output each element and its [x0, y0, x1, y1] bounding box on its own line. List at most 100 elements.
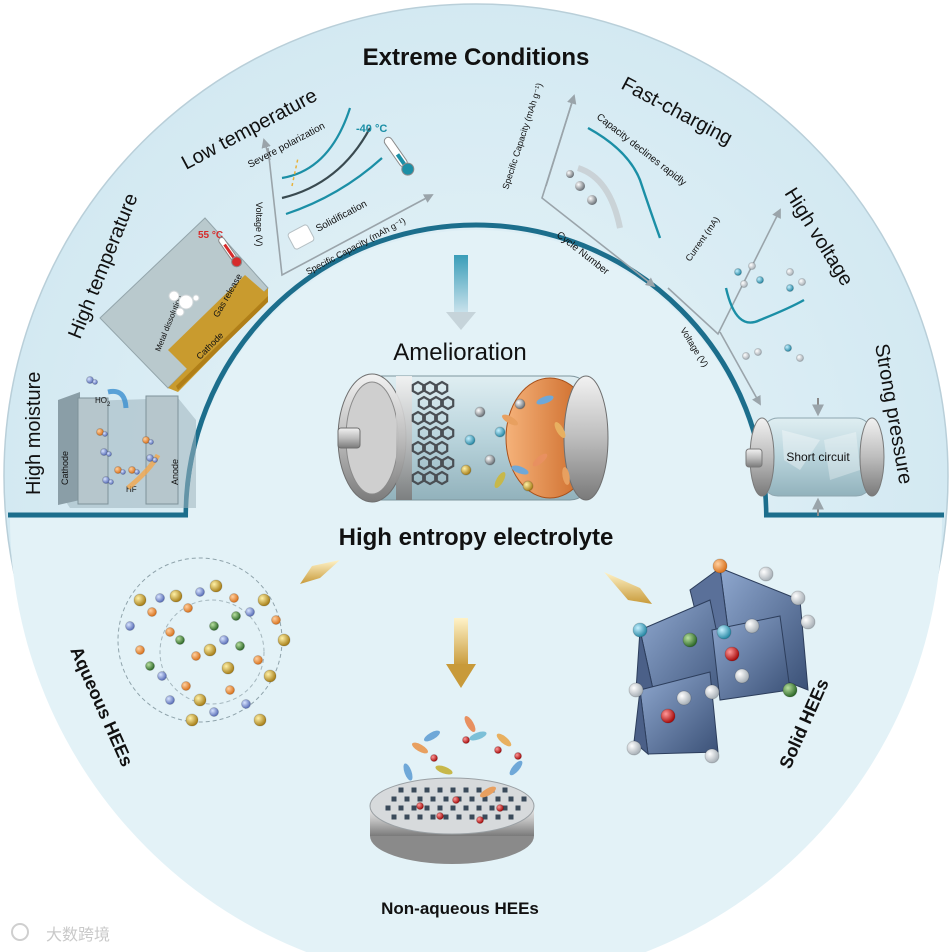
mesh-site	[391, 796, 397, 802]
hydrated-ion	[165, 695, 175, 705]
electrolyte-molecule	[786, 284, 794, 292]
hv-curve	[724, 287, 805, 324]
mesh-site	[411, 787, 417, 793]
amelioration-label: Amelioration	[393, 339, 526, 366]
hydrated-ion	[219, 635, 229, 645]
graphite-hex	[411, 470, 425, 486]
graphite-hex	[423, 380, 437, 396]
hydrated-ion	[263, 669, 277, 683]
ion	[514, 398, 526, 410]
water-molecule	[134, 469, 140, 475]
hydrated-ion	[169, 589, 183, 603]
mesh-site	[463, 805, 469, 811]
hydrated-ion	[209, 621, 219, 631]
short-circuit-label: Short circuit	[786, 450, 850, 464]
lattice-atom	[712, 558, 728, 574]
hydrated-ion	[185, 713, 199, 727]
mesh-site	[443, 796, 449, 802]
hydrated-ion	[209, 707, 219, 717]
hot-thermometer-icon	[218, 236, 243, 268]
mesh-site	[476, 787, 482, 793]
water-molecule	[106, 451, 112, 457]
arrow-to-non-aqueous	[446, 618, 476, 688]
graphite-hex	[423, 470, 437, 486]
graphite-hex	[429, 455, 443, 471]
ion	[494, 426, 506, 438]
lattice-atom	[704, 684, 720, 700]
battery-illustration	[337, 373, 609, 503]
arrow-to-aqueous	[300, 560, 340, 584]
hee-label: High entropy electrolyte	[339, 524, 614, 551]
hydrated-ion	[225, 685, 235, 695]
arrow-to-solid	[604, 572, 652, 604]
graphite-anode	[411, 380, 455, 486]
lt-curve-1	[281, 107, 352, 180]
electrolyte-molecule	[754, 348, 762, 356]
ion-ellipse	[496, 733, 512, 747]
graphite-hex	[435, 380, 449, 396]
non-aqueous-label: Non-aqueous HEEs	[381, 899, 539, 918]
mesh-site	[515, 805, 521, 811]
watermark: 大数跨境	[46, 925, 110, 944]
mesh-site	[443, 814, 449, 820]
lattice-atom	[632, 622, 648, 638]
ion	[460, 464, 472, 476]
lt-curve-2	[281, 127, 371, 200]
electrolyte-molecule	[734, 268, 742, 276]
hydrated-ion	[181, 681, 191, 691]
ion	[522, 480, 534, 492]
aqueous-hees	[117, 557, 291, 727]
ion-ellipse	[403, 763, 413, 781]
hydrated-ion	[253, 713, 267, 727]
mesh-site	[476, 805, 482, 811]
water-molecule	[148, 439, 154, 445]
water-molecule	[92, 379, 98, 385]
hydrated-ion	[231, 611, 241, 621]
ion	[484, 454, 496, 466]
center-arrow-shaft	[454, 255, 468, 315]
electrolyte-molecule	[748, 262, 756, 270]
mesh-site	[404, 796, 410, 802]
hydrated-ion	[235, 641, 245, 651]
hydrated-ion	[203, 643, 217, 657]
hydrated-ion	[145, 661, 155, 671]
mesh-site	[437, 805, 443, 811]
ion-ellipse	[509, 760, 523, 776]
lattice-atom	[734, 668, 750, 684]
graphite-hex	[417, 425, 431, 441]
pressure-panel: Short circuit	[745, 398, 885, 516]
moisture-arrow	[107, 388, 129, 409]
hydrated-ion	[135, 645, 145, 655]
lattice-atom	[660, 708, 676, 724]
hydrated-ion	[257, 593, 271, 607]
cation	[476, 816, 484, 824]
ion-ellipse	[511, 465, 529, 475]
graphite-hex	[417, 455, 431, 471]
cation	[416, 802, 424, 810]
hydrated-ion	[221, 661, 235, 675]
hydrated-ion	[133, 593, 147, 607]
mesh-site	[450, 787, 456, 793]
hf-arrow	[126, 453, 161, 490]
mesh-site	[469, 796, 475, 802]
cation	[496, 804, 504, 812]
hydrated-ion	[175, 635, 185, 645]
graphite-hex	[423, 410, 437, 426]
center-arrow-head	[446, 312, 476, 330]
hydrated-ion	[245, 607, 255, 617]
cation	[436, 812, 444, 820]
hydrated-ion	[241, 699, 251, 709]
hydrated-ion	[183, 603, 193, 613]
graphite-hex	[435, 440, 449, 456]
mesh-site	[508, 814, 514, 820]
lattice-atom	[628, 682, 644, 698]
graphite-hex	[429, 395, 443, 411]
graphite-hex	[423, 440, 437, 456]
lt-curve-3	[285, 157, 383, 216]
mesh-site	[495, 796, 501, 802]
ion-ellipse	[536, 395, 554, 405]
mesh-site	[463, 787, 469, 793]
lattice-atom	[724, 646, 740, 662]
ht-temp-label: 55 °C	[198, 230, 223, 241]
